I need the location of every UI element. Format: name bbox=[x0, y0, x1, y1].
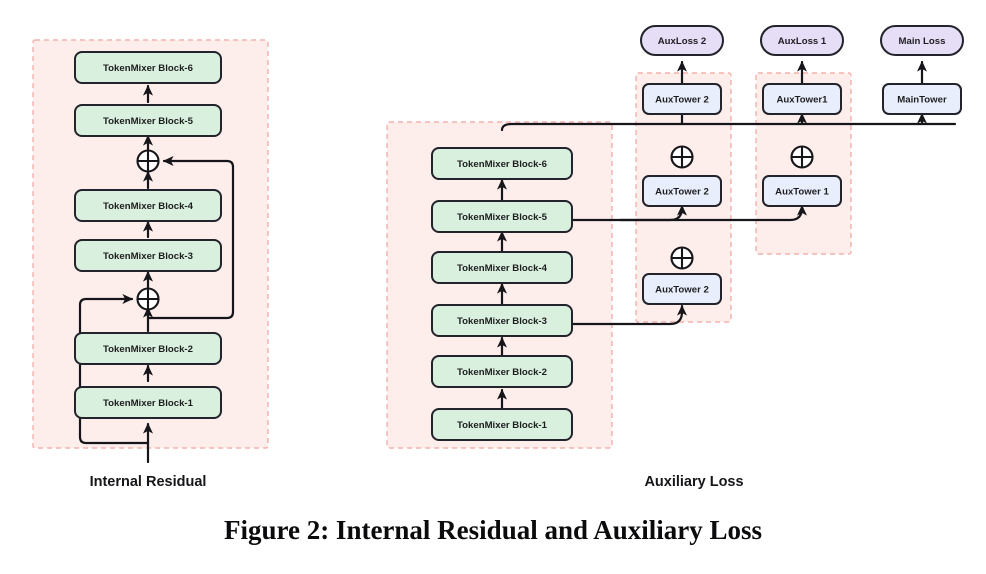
right-block-tm4-label: TokenMixer Block-4 bbox=[457, 263, 548, 274]
tower-aux2-bottom-label: AuxTower 2 bbox=[655, 285, 709, 296]
right-block-tm4[interactable]: TokenMixer Block-4 bbox=[431, 251, 573, 284]
loss-auxloss1-label: AuxLoss 1 bbox=[778, 36, 827, 47]
right-adder-aux2-lower bbox=[670, 246, 694, 270]
left-block-tm1[interactable]: TokenMixer Block-1 bbox=[74, 386, 222, 419]
tower-aux2-top-label: AuxTower 2 bbox=[655, 95, 709, 106]
left-block-tm4-label: TokenMixer Block-4 bbox=[103, 201, 194, 212]
tower-aux1-middle-label: AuxTower 1 bbox=[775, 187, 829, 198]
left-block-tm5-label: TokenMixer Block-5 bbox=[103, 116, 194, 127]
left-block-tm2-label: TokenMixer Block-2 bbox=[103, 344, 193, 355]
loss-auxloss2-label: AuxLoss 2 bbox=[658, 36, 707, 47]
tower-aux1-middle[interactable]: AuxTower 1 bbox=[762, 175, 842, 207]
right-block-tm2[interactable]: TokenMixer Block-2 bbox=[431, 355, 573, 388]
tower-aux1-top-label: AuxTower1 bbox=[777, 95, 829, 106]
left-block-tm5[interactable]: TokenMixer Block-5 bbox=[74, 104, 222, 137]
tower-aux1-top[interactable]: AuxTower1 bbox=[762, 83, 842, 115]
right-block-tm5[interactable]: TokenMixer Block-5 bbox=[431, 200, 573, 233]
tower-aux2-middle-label: AuxTower 2 bbox=[655, 187, 709, 198]
right-block-tm3-label: TokenMixer Block-3 bbox=[457, 316, 547, 327]
right-panel-caption: Auxiliary Loss bbox=[644, 474, 743, 490]
right-block-tm2-label: TokenMixer Block-2 bbox=[457, 367, 547, 378]
loss-auxloss2[interactable]: AuxLoss 2 bbox=[640, 25, 724, 56]
right-block-tm6[interactable]: TokenMixer Block-6 bbox=[431, 147, 573, 180]
right-adder-aux2-upper bbox=[670, 145, 694, 169]
right-block-tm1-label: TokenMixer Block-1 bbox=[457, 420, 548, 431]
right-block-tm6-label: TokenMixer Block-6 bbox=[457, 159, 547, 170]
tower-main-top-label: MainTower bbox=[897, 95, 947, 106]
loss-mainloss[interactable]: Main Loss bbox=[880, 25, 964, 56]
left-block-tm6[interactable]: TokenMixer Block-6 bbox=[74, 51, 222, 84]
tower-aux2-top[interactable]: AuxTower 2 bbox=[642, 83, 722, 115]
left-block-tm2[interactable]: TokenMixer Block-2 bbox=[74, 332, 222, 365]
loss-auxloss1[interactable]: AuxLoss 1 bbox=[760, 25, 844, 56]
left-block-tm1-label: TokenMixer Block-1 bbox=[103, 398, 194, 409]
tower-aux2-bottom[interactable]: AuxTower 2 bbox=[642, 273, 722, 305]
loss-mainloss-label: Main Loss bbox=[899, 36, 946, 47]
right-adder-aux1 bbox=[790, 145, 814, 169]
left-panel-edges bbox=[78, 84, 235, 464]
figure-caption: Figure 2: Internal Residual and Auxiliar… bbox=[224, 515, 762, 545]
right-block-tm1[interactable]: TokenMixer Block-1 bbox=[431, 408, 573, 441]
left-adder-upper bbox=[136, 149, 160, 173]
tower-main-top[interactable]: MainTower bbox=[882, 83, 962, 115]
left-block-tm3[interactable]: TokenMixer Block-3 bbox=[74, 239, 222, 272]
left-adder-lower bbox=[136, 287, 160, 311]
tower-aux2-middle[interactable]: AuxTower 2 bbox=[642, 175, 722, 207]
left-block-tm4[interactable]: TokenMixer Block-4 bbox=[74, 189, 222, 222]
right-block-tm3[interactable]: TokenMixer Block-3 bbox=[431, 304, 573, 337]
left-block-tm3-label: TokenMixer Block-3 bbox=[103, 251, 193, 262]
right-panel-edges bbox=[496, 60, 957, 412]
right-block-tm5-label: TokenMixer Block-5 bbox=[457, 212, 548, 223]
left-block-tm6-label: TokenMixer Block-6 bbox=[103, 63, 193, 74]
left-panel-caption: Internal Residual bbox=[90, 474, 207, 490]
